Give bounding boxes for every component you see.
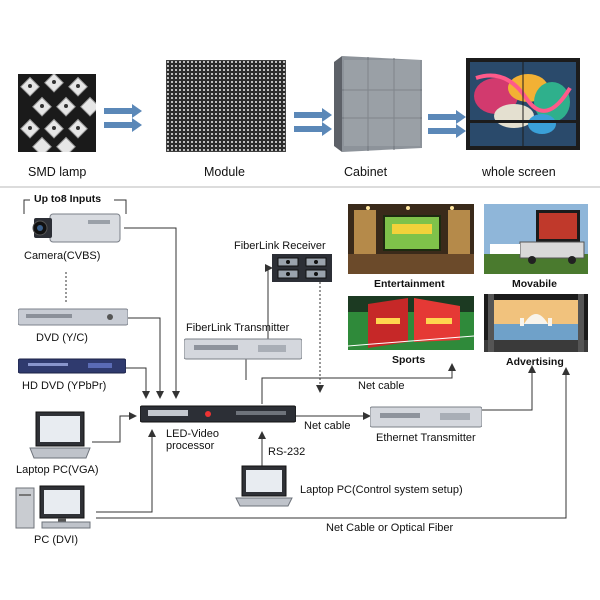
smd-lamp-label: SMD lamp: [28, 165, 87, 179]
sports-label: Sports: [392, 354, 426, 366]
laptop-vga-label: Laptop PC(VGA): [16, 464, 99, 476]
advertising-label: Advertising: [506, 356, 564, 368]
bottom-cable-label: Net Cable or Optical Fiber: [326, 522, 454, 534]
entertainment-image: [348, 204, 474, 274]
cabinet-label: Cabinet: [344, 165, 388, 179]
whole-screen-label: whole screen: [482, 165, 556, 179]
pc-dvi-label: PC (DVI): [34, 534, 78, 546]
dvd-player-icon: [18, 308, 128, 326]
movable-image: [484, 204, 588, 274]
fiberlink-receiver-label: FiberLink Receiver: [234, 240, 326, 252]
arrow-icon: [294, 108, 334, 136]
entertainment-label: Entertainment: [374, 278, 445, 290]
net-cable-upper-label: Net cable: [358, 380, 405, 392]
arrow-icon: [104, 104, 144, 132]
module-label: Module: [204, 165, 245, 179]
section-divider: [0, 186, 600, 188]
camera-icon: [28, 210, 124, 246]
cabinet-image: [334, 56, 424, 152]
processor-label-line1: LED-Video: [166, 428, 219, 440]
whole-screen-image: [466, 58, 580, 150]
fiberlink-transmitter-icon: [184, 338, 302, 360]
ethernet-transmitter-label: Ethernet Transmitter: [376, 432, 476, 444]
sports-image: [348, 296, 474, 350]
fiberlink-transmitter-label: FiberLink Transmitter: [186, 322, 290, 334]
camera-label: Camera(CVBS): [24, 250, 101, 262]
ethernet-transmitter-icon: [370, 406, 482, 428]
advertising-image: [484, 294, 588, 352]
inputs-header: Up to8 Inputs: [34, 193, 102, 205]
led-video-processor-icon: [140, 404, 296, 424]
arrow-icon: [428, 110, 468, 138]
module-image: [166, 60, 286, 152]
laptop-control-icon: [234, 464, 294, 508]
hd-dvd-label: HD DVD (YPbPr): [22, 380, 107, 392]
hd-dvd-player-icon: [18, 358, 126, 374]
fiberlink-receiver-icon: [272, 254, 332, 282]
laptop-vga-icon: [28, 410, 92, 460]
dvd-label: DVD (Y/C): [36, 332, 88, 344]
movable-label: Movabile: [512, 278, 557, 290]
laptop-control-label: Laptop PC(Control system setup): [300, 484, 463, 496]
net-cable-lower-label: Net cable: [304, 420, 351, 432]
processor-label-line2: processor: [166, 440, 215, 452]
smd-lamp-image: [18, 74, 96, 152]
pc-dvi-icon: [14, 484, 96, 530]
rs232-label: RS-232: [268, 446, 306, 458]
